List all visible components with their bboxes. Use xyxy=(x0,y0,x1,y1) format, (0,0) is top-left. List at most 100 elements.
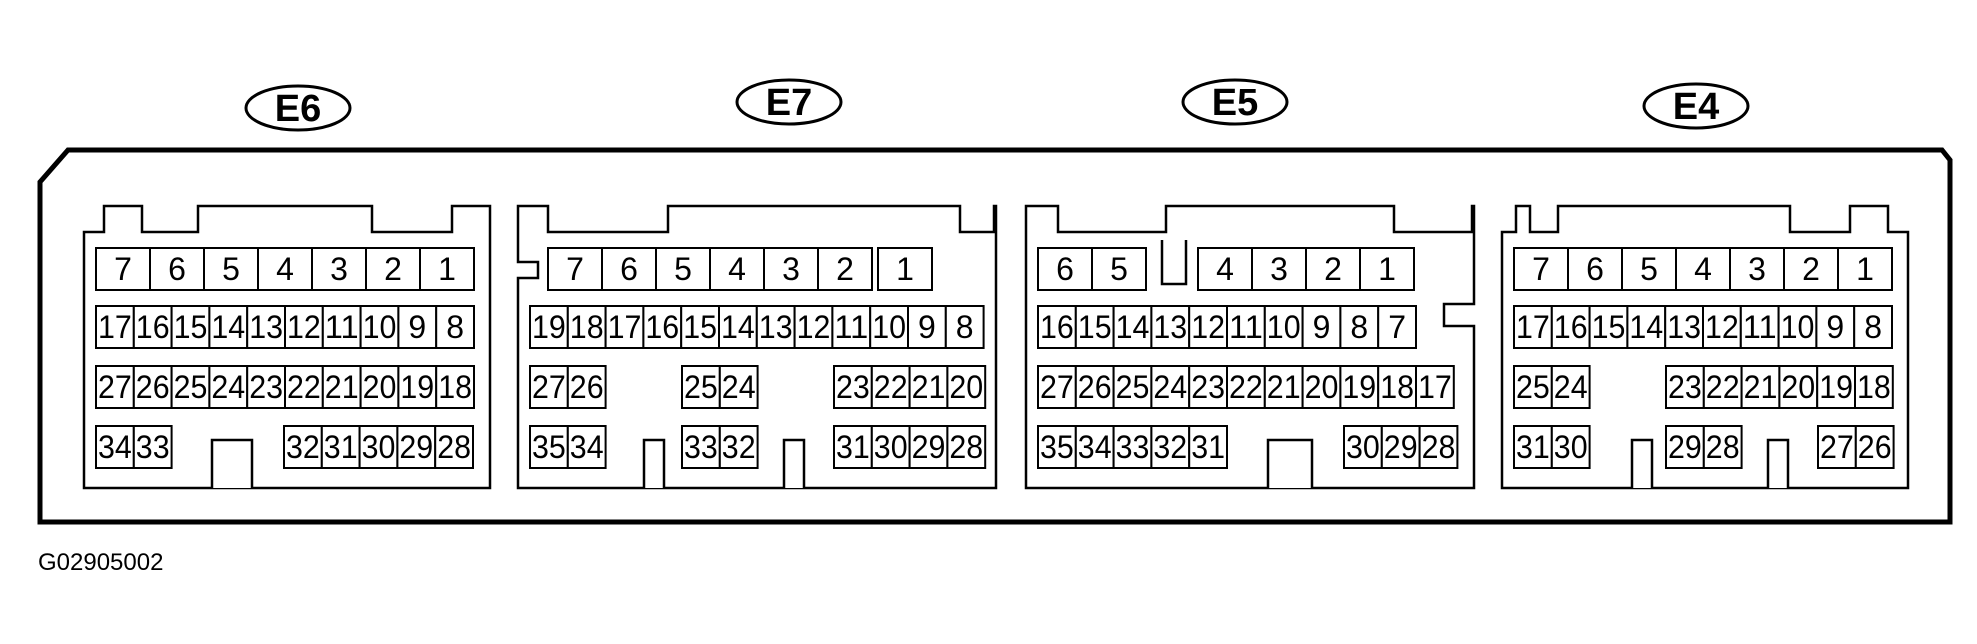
pin-cell-e6-7: 7 xyxy=(95,247,151,291)
pin-number: 16 xyxy=(1040,309,1074,345)
connector-key-notch xyxy=(1266,438,1314,488)
pin-number: 18 xyxy=(1857,369,1891,405)
pin-number: 21 xyxy=(325,369,359,405)
pin-number: 26 xyxy=(1078,369,1112,405)
pin-cell-e5-34: 34 xyxy=(1074,425,1115,469)
pin-number: 8 xyxy=(1864,309,1882,345)
pin-number: 30 xyxy=(874,429,908,465)
pin-number: 27 xyxy=(98,369,132,405)
pin-number: 24 xyxy=(722,369,756,405)
pin-cell-e4-11: 11 xyxy=(1739,305,1780,349)
pin-cell-e7-32: 32 xyxy=(718,425,759,469)
pin-number: 25 xyxy=(684,369,718,405)
pin-cell-e5-31: 31 xyxy=(1188,425,1228,469)
pin-number: 2 xyxy=(836,251,854,287)
pin-number: 20 xyxy=(1305,369,1339,405)
pin-cell-e5-22: 22 xyxy=(1226,365,1266,409)
pin-cell-e4-26: 26 xyxy=(1854,425,1895,469)
connector-label-e7: E7 xyxy=(735,78,843,126)
pin-number: 29 xyxy=(1384,429,1418,465)
pin-number: 19 xyxy=(1819,369,1853,405)
pin-number: 34 xyxy=(570,429,604,465)
pin-cell-e7-30: 30 xyxy=(870,425,911,469)
pin-cell-e7-1: 1 xyxy=(877,247,933,291)
pin-cell-e4-8: 8 xyxy=(1853,305,1893,349)
pin-number: 18 xyxy=(1380,369,1414,405)
pin-cell-e7-19: 19 xyxy=(529,305,569,349)
pin-cell-e6-18: 18 xyxy=(435,365,476,409)
pin-cell-e6-11: 11 xyxy=(321,305,362,349)
pin-number: 33 xyxy=(136,429,170,465)
pin-cell-e7-26: 26 xyxy=(566,365,607,409)
pin-number: 31 xyxy=(1516,429,1550,465)
pin-cell-e5-15: 15 xyxy=(1074,305,1115,349)
pin-cell-e5-25: 25 xyxy=(1112,365,1153,409)
pin-number: 4 xyxy=(728,251,746,287)
pin-number: 1 xyxy=(1856,251,1874,287)
pin-number: 21 xyxy=(1267,369,1301,405)
connector-label-e5: E5 xyxy=(1181,78,1289,126)
pin-cell-e7-31: 31 xyxy=(833,425,873,469)
pin-number: 9 xyxy=(408,309,426,345)
pin-number: 3 xyxy=(1270,251,1288,287)
connector-housing-e6 xyxy=(82,204,492,490)
pin-number: 17 xyxy=(1418,369,1452,405)
pin-cell-e5-8: 8 xyxy=(1339,305,1380,349)
pin-number: 27 xyxy=(1820,429,1854,465)
pin-cell-e5-28: 28 xyxy=(1418,425,1459,469)
pin-cell-e5-5: 5 xyxy=(1091,247,1147,291)
pin-number: 15 xyxy=(683,309,717,345)
pin-cell-e5-1: 1 xyxy=(1359,247,1415,291)
pin-number: 5 xyxy=(674,251,692,287)
pin-cell-e5-26: 26 xyxy=(1074,365,1115,409)
pin-number: 14 xyxy=(1629,309,1663,345)
pin-cell-e5-20: 20 xyxy=(1301,365,1342,409)
pin-number: 16 xyxy=(1554,309,1588,345)
pin-number: 7 xyxy=(114,251,132,287)
pin-cell-e4-15: 15 xyxy=(1588,305,1629,349)
pin-number: 18 xyxy=(570,309,604,345)
pin-cell-e6-16: 16 xyxy=(132,305,173,349)
pin-number: 3 xyxy=(782,251,800,287)
pin-number: 11 xyxy=(1743,309,1777,345)
pin-number: 20 xyxy=(1781,369,1815,405)
pin-cell-e5-3: 3 xyxy=(1251,247,1307,291)
pin-cell-e6-24: 24 xyxy=(208,365,249,409)
pin-number: 27 xyxy=(532,369,566,405)
pin-cell-e4-3: 3 xyxy=(1729,247,1785,291)
pin-number: 2 xyxy=(1802,251,1820,287)
pin-cell-e5-18: 18 xyxy=(1377,365,1417,409)
pin-number: 23 xyxy=(836,369,870,405)
pin-cell-e5-30: 30 xyxy=(1343,425,1383,469)
pin-number: 25 xyxy=(1516,369,1550,405)
pin-number: 20 xyxy=(363,369,397,405)
pin-number: 28 xyxy=(437,429,471,465)
pin-number: 4 xyxy=(1694,251,1712,287)
pin-cell-e5-11: 11 xyxy=(1226,305,1266,349)
pin-cell-e6-25: 25 xyxy=(170,365,211,409)
pin-number: 11 xyxy=(325,309,359,345)
pin-cell-e4-31: 31 xyxy=(1513,425,1553,469)
pin-cell-e4-6: 6 xyxy=(1567,247,1623,291)
pin-cell-e7-23: 23 xyxy=(833,365,873,409)
pin-cell-e6-21: 21 xyxy=(321,365,362,409)
pin-cell-e4-9: 9 xyxy=(1815,305,1856,349)
pin-number: 12 xyxy=(287,309,321,345)
pin-cell-e4-19: 19 xyxy=(1816,365,1856,409)
pin-cell-e5-16: 16 xyxy=(1037,305,1077,349)
pin-number: 8 xyxy=(956,309,974,345)
connector-housing-e4 xyxy=(1500,204,1910,490)
pin-number: 9 xyxy=(1313,309,1331,345)
pin-cell-e4-1: 1 xyxy=(1837,247,1893,291)
connector-label-text: E7 xyxy=(766,82,812,124)
pin-number: 22 xyxy=(874,369,908,405)
pin-cell-e4-4: 4 xyxy=(1675,247,1731,291)
pin-number: 23 xyxy=(249,369,283,405)
pin-number: 3 xyxy=(1748,251,1766,287)
pin-number: 1 xyxy=(1378,251,1396,287)
connector-key-notch xyxy=(1766,438,1790,488)
pin-cell-e7-5: 5 xyxy=(655,247,711,291)
connector-key-notch xyxy=(1160,240,1188,286)
pin-number: 19 xyxy=(400,369,434,405)
pin-number: 11 xyxy=(1229,309,1263,345)
